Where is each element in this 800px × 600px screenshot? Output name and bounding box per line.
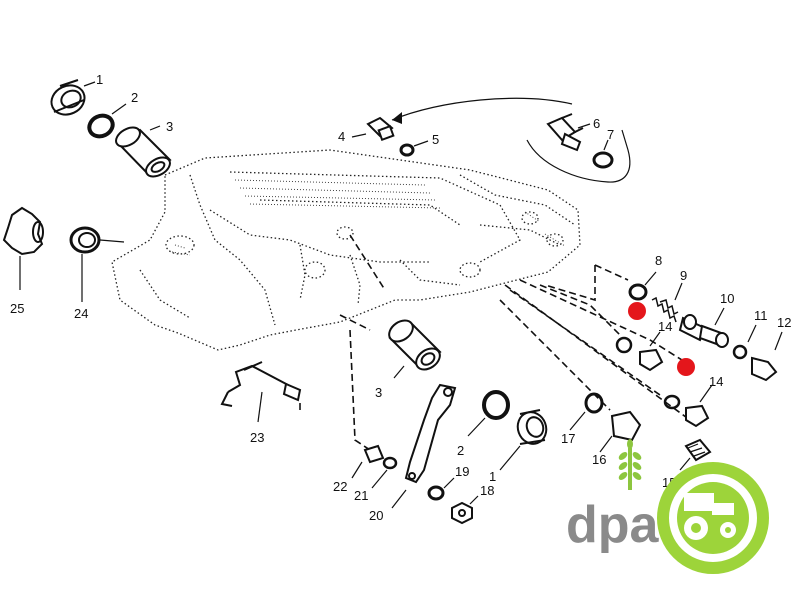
part-seal-ring-2-top <box>87 103 127 139</box>
dpa-logo: dpa <box>566 439 769 574</box>
part-lever-20 <box>391 383 457 509</box>
part-plug-16 <box>599 410 642 453</box>
part-crank-23 <box>220 361 302 423</box>
part-washer-5 <box>399 140 429 157</box>
part-washer-8 <box>628 271 657 301</box>
part-nut-18 <box>451 495 479 525</box>
part-oring-11 <box>732 324 757 360</box>
callout-21: 21 <box>354 488 368 503</box>
tractor-wheel-icon <box>657 462 769 574</box>
callout-5: 5 <box>432 132 439 147</box>
callout-25: 25 <box>10 301 24 316</box>
part-bushing-3-lower <box>388 319 442 379</box>
part-seal-ring-2-lower <box>467 390 510 437</box>
callout-20: 20 <box>369 508 383 523</box>
callout-1-top: 1 <box>96 72 103 87</box>
detail-inset-6-7 <box>526 113 631 183</box>
transmission-housing <box>111 149 581 351</box>
part-pin-22 <box>351 444 385 479</box>
part-plug-12 <box>751 331 783 382</box>
part-bearing-1-lower <box>499 409 548 471</box>
callout-24: 24 <box>74 306 88 321</box>
callout-18: 18 <box>480 483 494 498</box>
callout-6: 6 <box>593 116 600 131</box>
callout-14-upper: 14 <box>658 319 672 334</box>
part-spring-9 <box>651 282 683 323</box>
callout-10: 10 <box>720 291 734 306</box>
part-washer-21 <box>371 456 398 489</box>
logo-text: dpa <box>566 496 660 554</box>
callout-11: 11 <box>754 308 768 323</box>
callout-2-lower: 2 <box>457 443 464 458</box>
callout-14-lower: 14 <box>709 374 723 389</box>
red-marker-upper <box>628 302 646 320</box>
part-plug-4 <box>351 116 395 142</box>
callout-23: 23 <box>250 430 264 445</box>
part-washer-19 <box>427 477 455 501</box>
wheat-icon <box>618 439 642 490</box>
callout-8: 8 <box>655 253 662 268</box>
callout-12: 12 <box>777 315 791 330</box>
callout-16: 16 <box>592 452 606 467</box>
highlight-markers <box>628 302 695 376</box>
callout-1-lower: 1 <box>489 469 496 484</box>
part-valve-10 <box>678 307 729 348</box>
callout-9: 9 <box>680 268 687 283</box>
part-bushing-3-top <box>115 125 172 178</box>
leader-lines-right <box>299 234 691 451</box>
part-seal-24 <box>69 226 125 302</box>
part-washer-17 <box>569 392 604 431</box>
callout-22: 22 <box>333 479 347 494</box>
callout-4: 4 <box>338 129 345 144</box>
callout-17: 17 <box>561 431 575 446</box>
part-plug-14-lower <box>663 384 713 428</box>
part-knob-25 <box>2 206 44 290</box>
tractor-icon <box>684 493 736 540</box>
callout-3-top: 3 <box>166 119 173 134</box>
part-spring-15 <box>679 438 712 471</box>
callout-2-top: 2 <box>131 90 138 105</box>
part-plug-14-upper <box>615 331 664 372</box>
callout-19: 19 <box>455 464 469 479</box>
callout-7: 7 <box>607 127 614 142</box>
part-bearing-1-top <box>50 79 96 116</box>
red-marker-lower <box>677 358 695 376</box>
callout-3-lower: 3 <box>375 385 382 400</box>
